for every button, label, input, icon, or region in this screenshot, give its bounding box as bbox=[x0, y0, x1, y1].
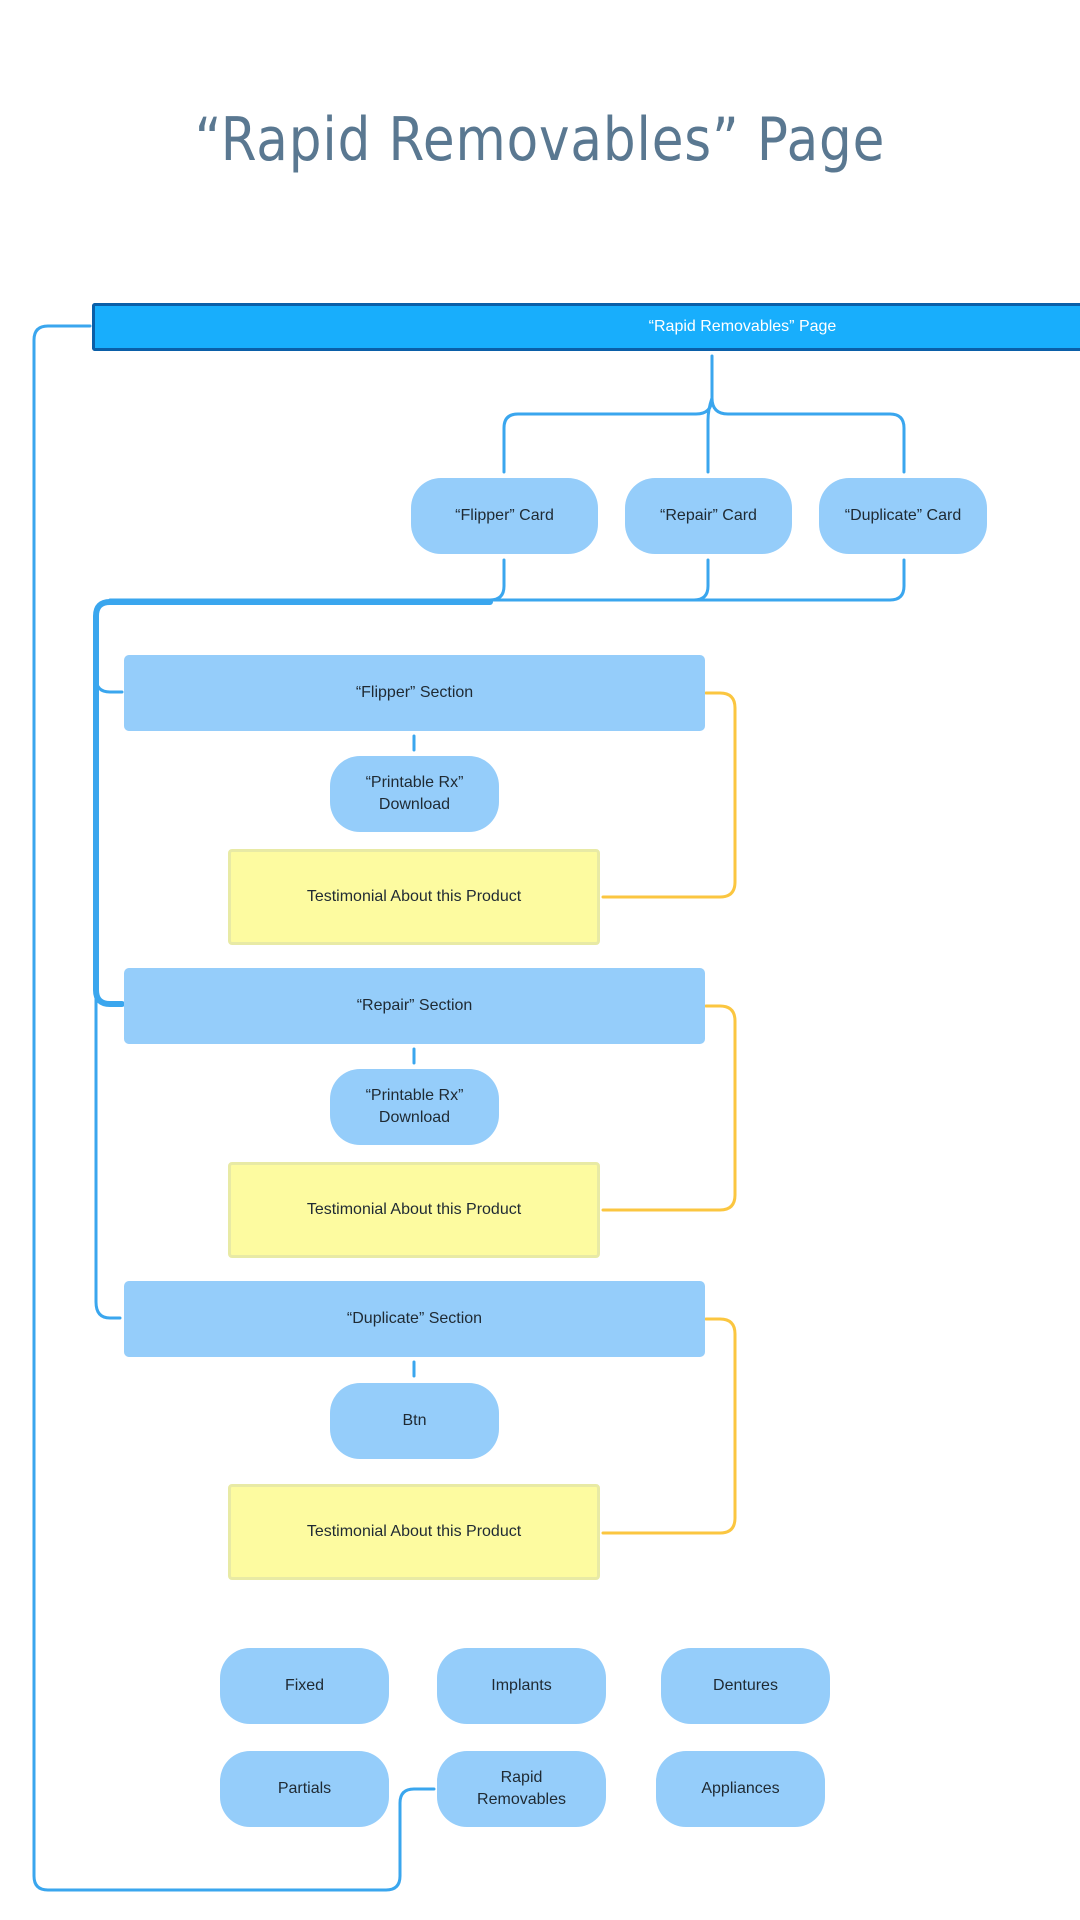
repair-testimonial-node: Testimonial About this Product bbox=[228, 1162, 600, 1258]
duplicate-testimonial-node: Testimonial About this Product bbox=[228, 1484, 600, 1580]
nav-appliances-node[interactable]: Appliances bbox=[656, 1751, 825, 1827]
repair-printable-rx-node[interactable]: “Printable Rx” Download bbox=[330, 1069, 499, 1145]
connector-cards-bus bbox=[108, 558, 506, 602]
connector-header-cards bbox=[502, 354, 714, 474]
connector-testimonial-duplicate bbox=[601, 1317, 737, 1535]
flipper-card-node[interactable]: “Flipper” Card bbox=[411, 478, 598, 554]
duplicate-card-node[interactable]: “Duplicate” Card bbox=[819, 478, 987, 554]
repair-card-node[interactable]: “Repair” Card bbox=[625, 478, 792, 554]
page-title: “Rapid Removables” Page bbox=[194, 105, 886, 175]
nav-partials-node[interactable]: Partials bbox=[220, 1751, 389, 1827]
page-header-node[interactable]: “Rapid Removables” Page bbox=[92, 303, 1080, 351]
connector-testimonial-repair bbox=[601, 1004, 737, 1212]
connector-spine-thick bbox=[93, 599, 493, 1007]
flipper-testimonial-node: Testimonial About this Product bbox=[228, 849, 600, 945]
connector-testimonial-flipper bbox=[601, 691, 737, 899]
flipper-printable-rx-node[interactable]: “Printable Rx” Download bbox=[330, 756, 499, 832]
nav-fixed-node[interactable]: Fixed bbox=[220, 1648, 389, 1724]
duplicate-btn-node[interactable]: Btn bbox=[330, 1383, 499, 1459]
nav-dentures-node[interactable]: Dentures bbox=[661, 1648, 830, 1724]
repair-section-node[interactable]: “Repair” Section bbox=[124, 968, 705, 1044]
flipper-section-node[interactable]: “Flipper” Section bbox=[124, 655, 705, 731]
connector-return-loop bbox=[32, 324, 436, 1892]
connector-spine-thin bbox=[94, 618, 122, 1320]
nav-implants-node[interactable]: Implants bbox=[437, 1648, 606, 1724]
duplicate-section-node[interactable]: “Duplicate” Section bbox=[124, 1281, 705, 1357]
nav-rapid-removables-node[interactable]: Rapid Removables bbox=[437, 1751, 606, 1827]
